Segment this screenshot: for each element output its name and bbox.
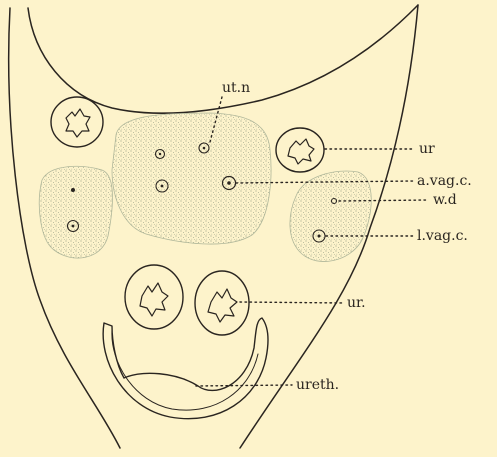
leader-ur-lower [240,302,344,303]
urethra [103,318,268,419]
ureter-upper-right [276,128,324,172]
label-w-d: w.d [433,192,457,208]
label-ut-n: ut.n [222,80,250,96]
label-ur-lower: ur. [347,295,366,311]
label-ur-upper: ur [419,141,435,157]
ureter-lower-left [125,265,183,329]
label-ureth: ureth. [296,377,339,393]
ureter-upper-left [51,97,103,147]
left-lateral-mass [39,166,112,258]
right-lateral-mass [290,171,371,262]
anterior-vaginal-canal-mass [112,113,271,244]
label-l-vag-c: l.vag.c. [417,228,468,244]
ureter-lower-right [195,271,249,335]
section-outline [28,5,418,113]
leader-ureth [196,385,292,386]
label-a-vag-c: a.vag.c. [417,173,472,189]
